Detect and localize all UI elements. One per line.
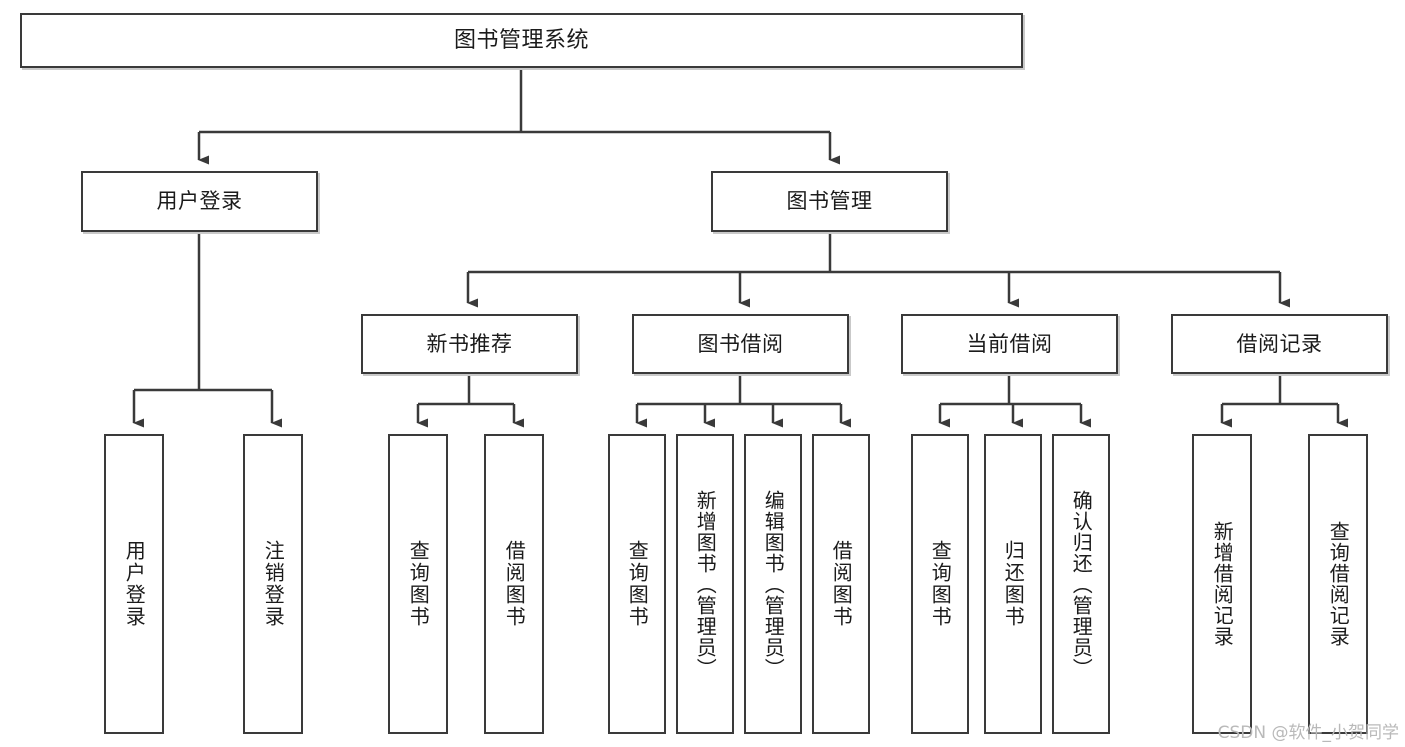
leaf-borrow-book-1-label: 借阅图书 xyxy=(502,540,527,628)
leaf-edit-book-admin-label: 编辑图书（管理员） xyxy=(761,489,786,679)
leaf-borrow-book-2-label: 借阅图书 xyxy=(829,540,854,628)
leaf-add-borrow-record-label: 新增借阅记录 xyxy=(1210,521,1235,647)
leaf-query-book-1[interactable]: 查询图书 xyxy=(388,434,448,734)
leaf-query-book-2-label: 查询图书 xyxy=(625,540,650,628)
leaf-add-borrow-record[interactable]: 新增借阅记录 xyxy=(1192,434,1252,734)
leaf-query-book-3-label: 查询图书 xyxy=(928,540,953,628)
node-borrow-record-label: 借阅记录 xyxy=(1236,331,1323,356)
node-book-borrow[interactable]: 图书借阅 xyxy=(632,314,849,374)
leaf-query-borrow-record[interactable]: 查询借阅记录 xyxy=(1308,434,1368,734)
leaf-query-book-3[interactable]: 查询图书 xyxy=(911,434,969,734)
leaf-confirm-return-admin[interactable]: 确认归还（管理员） xyxy=(1052,434,1110,734)
csdn-watermark: CSDN @软件_小贺同学 xyxy=(1217,723,1399,743)
node-book-borrow-label: 图书借阅 xyxy=(697,331,784,356)
node-book-manage-label: 图书管理 xyxy=(786,189,873,214)
leaf-edit-book-admin[interactable]: 编辑图书（管理员） xyxy=(744,434,802,734)
leaf-user-login-label: 用户登录 xyxy=(122,540,147,628)
node-book-manage[interactable]: 图书管理 xyxy=(711,171,948,232)
node-current-borrow[interactable]: 当前借阅 xyxy=(901,314,1118,374)
leaf-return-book-label: 归还图书 xyxy=(1001,540,1026,628)
node-current-borrow-label: 当前借阅 xyxy=(966,331,1053,356)
leaf-query-book-1-label: 查询图书 xyxy=(406,540,431,628)
leaf-borrow-book-1[interactable]: 借阅图书 xyxy=(484,434,544,734)
node-borrow-record[interactable]: 借阅记录 xyxy=(1171,314,1388,374)
leaf-query-borrow-record-label: 查询借阅记录 xyxy=(1326,521,1351,647)
node-new-book-recommend-label: 新书推荐 xyxy=(426,331,513,356)
node-user-login-label: 用户登录 xyxy=(156,189,243,214)
leaf-user-logout[interactable]: 注销登录 xyxy=(243,434,303,734)
leaf-borrow-book-2[interactable]: 借阅图书 xyxy=(812,434,870,734)
node-root-label: 图书管理系统 xyxy=(453,27,589,53)
node-new-book-recommend[interactable]: 新书推荐 xyxy=(361,314,578,374)
node-user-login[interactable]: 用户登录 xyxy=(81,171,318,232)
leaf-add-book-admin[interactable]: 新增图书（管理员） xyxy=(676,434,734,734)
node-root[interactable]: 图书管理系统 xyxy=(20,13,1023,68)
leaf-user-login[interactable]: 用户登录 xyxy=(104,434,164,734)
leaf-confirm-return-admin-label: 确认归还（管理员） xyxy=(1069,489,1094,679)
leaf-user-logout-label: 注销登录 xyxy=(261,540,286,628)
leaf-add-book-admin-label: 新增图书（管理员） xyxy=(693,489,718,679)
leaf-query-book-2[interactable]: 查询图书 xyxy=(608,434,666,734)
leaf-return-book[interactable]: 归还图书 xyxy=(984,434,1042,734)
